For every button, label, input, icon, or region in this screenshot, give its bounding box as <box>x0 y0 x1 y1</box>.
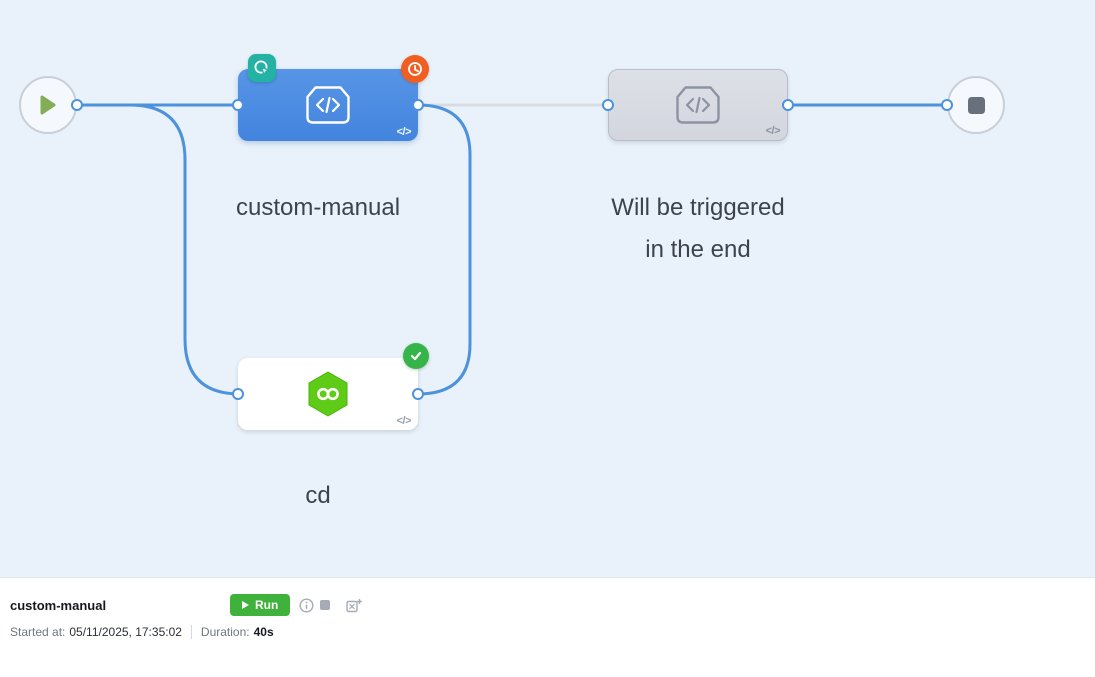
port-cd-in[interactable] <box>232 388 244 400</box>
custom-action-icon <box>676 86 720 124</box>
info-button[interactable] <box>299 598 314 613</box>
pipeline-end-node[interactable] <box>947 76 1005 134</box>
manual-trigger-badge <box>248 54 276 82</box>
port-custom-manual-in[interactable] <box>232 99 244 111</box>
code-badge: </> <box>396 415 412 427</box>
pipeline-start-node[interactable] <box>19 76 77 134</box>
started-value: 05/11/2025, 17:35:02 <box>69 625 182 639</box>
port-triggered-out[interactable] <box>782 99 794 111</box>
cursor-click-icon <box>254 60 270 76</box>
check-icon <box>410 351 422 361</box>
port-custom-manual-out[interactable] <box>412 99 424 111</box>
clear-button[interactable] <box>346 598 363 613</box>
execution-bar: custom-manual Run Started at: 05/11/ <box>0 577 1095 677</box>
label-cd: cd <box>305 482 331 509</box>
node-cd[interactable]: </> <box>238 358 418 430</box>
port-triggered-in[interactable] <box>602 99 614 111</box>
run-button[interactable]: Run <box>230 594 291 616</box>
edge-layer <box>77 103 947 396</box>
edge-cd-return <box>414 103 472 396</box>
pipeline-name: custom-manual <box>10 598 107 613</box>
duration-label: Duration: <box>200 625 250 639</box>
workflow-canvas[interactable]: </> </> <box>0 0 1095 577</box>
cd-service-icon <box>308 371 348 417</box>
play-icon <box>40 95 56 115</box>
node-will-be-triggered[interactable]: </> <box>608 69 788 141</box>
stop-execution-button[interactable] <box>320 600 330 610</box>
started-label: Started at: <box>10 625 66 639</box>
code-badge: </> <box>765 125 781 137</box>
custom-action-icon <box>306 86 350 124</box>
close-square-plus-icon <box>346 599 362 613</box>
edge-branch-to-cd <box>118 103 244 396</box>
code-badge: </> <box>396 126 412 138</box>
label-will-be-triggered: Will be triggered in the end <box>611 194 785 263</box>
waiting-badge <box>401 55 429 83</box>
stop-icon <box>967 96 985 114</box>
port-cd-out[interactable] <box>412 388 424 400</box>
port-end-in[interactable] <box>941 99 953 111</box>
meta-divider <box>190 625 192 639</box>
info-icon <box>299 598 314 613</box>
clock-icon <box>408 62 422 76</box>
label-custom-manual: custom-manual <box>235 194 401 221</box>
port-start-out[interactable] <box>71 99 83 111</box>
run-play-icon <box>242 601 249 609</box>
stop-square-icon <box>320 600 330 610</box>
execution-meta: Started at: 05/11/2025, 17:35:02 Duratio… <box>10 625 274 639</box>
duration-value: 40s <box>253 625 274 639</box>
success-badge <box>403 343 429 369</box>
